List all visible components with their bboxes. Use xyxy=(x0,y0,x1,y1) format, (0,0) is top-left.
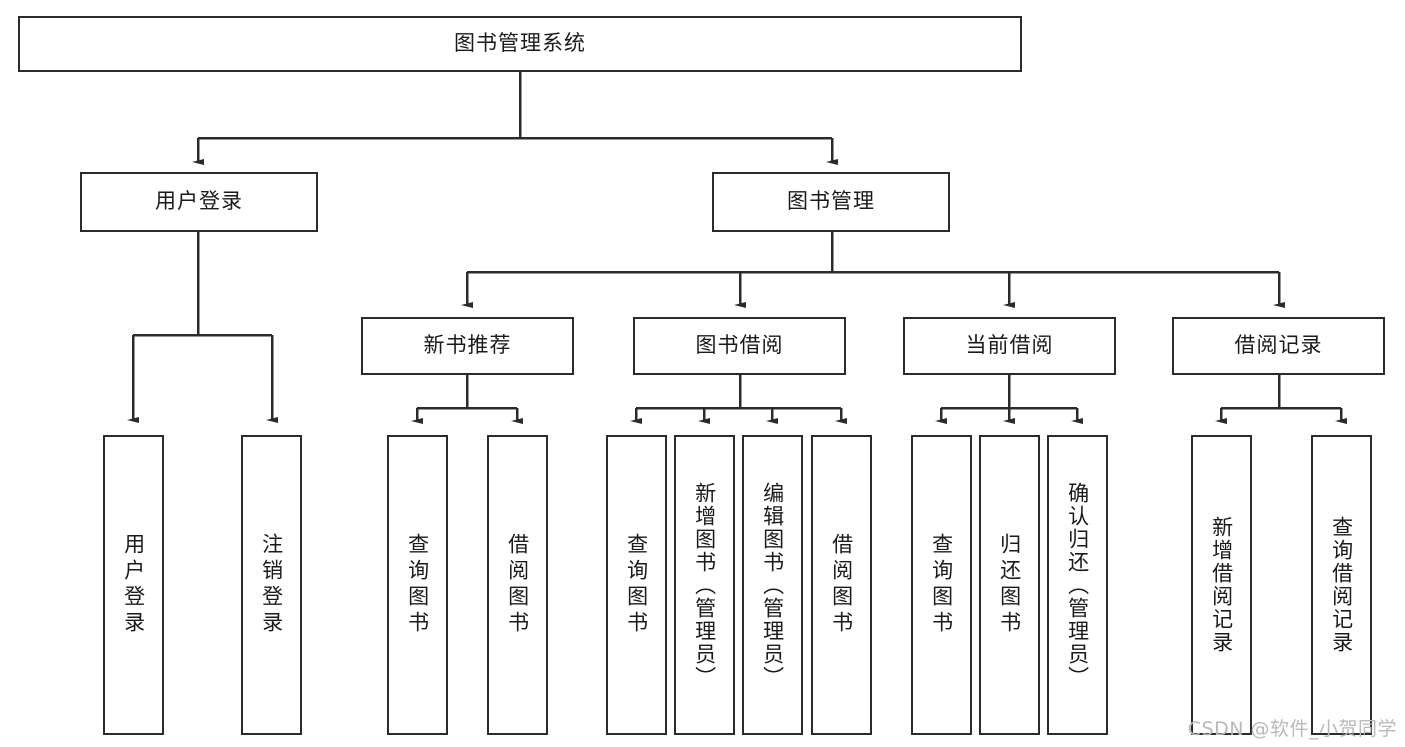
node-leaf-query-book-2-label: 查询图书 xyxy=(624,533,649,637)
node-leaf-confirm-return[interactable]: 确认归还（管理员） xyxy=(1047,435,1108,735)
node-leaf-return-book[interactable]: 归还图书 xyxy=(979,435,1040,735)
node-borrow-record[interactable]: 借阅记录 xyxy=(1172,317,1385,375)
node-new-book-rec-label: 新书推荐 xyxy=(423,333,512,358)
node-book-manage[interactable]: 图书管理 xyxy=(712,172,950,232)
node-leaf-borrow-book-1-label: 借阅图书 xyxy=(505,533,530,637)
node-leaf-query-book-3[interactable]: 查询图书 xyxy=(911,435,972,735)
node-current-borrow[interactable]: 当前借阅 xyxy=(903,317,1116,375)
node-leaf-add-book-label: 新增图书（管理员） xyxy=(692,481,717,689)
node-current-borrow-label: 当前借阅 xyxy=(965,333,1054,358)
node-root[interactable]: 图书管理系统 xyxy=(18,16,1022,72)
node-leaf-add-record-label: 新增借阅记录 xyxy=(1209,516,1234,654)
node-root-label: 图书管理系统 xyxy=(454,31,586,56)
node-new-book-rec[interactable]: 新书推荐 xyxy=(361,317,574,375)
node-leaf-add-record[interactable]: 新增借阅记录 xyxy=(1191,435,1252,735)
node-leaf-edit-book[interactable]: 编辑图书（管理员） xyxy=(742,435,803,735)
node-leaf-query-book-1-label: 查询图书 xyxy=(405,533,430,637)
node-leaf-borrow-book-1[interactable]: 借阅图书 xyxy=(487,435,548,735)
node-user-login-label: 用户登录 xyxy=(155,189,243,214)
node-leaf-query-book-2[interactable]: 查询图书 xyxy=(606,435,667,735)
node-leaf-edit-book-label: 编辑图书（管理员） xyxy=(760,481,785,689)
node-leaf-query-record[interactable]: 查询借阅记录 xyxy=(1311,435,1372,735)
node-borrow-record-label: 借阅记录 xyxy=(1234,333,1323,358)
node-leaf-user-login[interactable]: 用户登录 xyxy=(103,435,164,735)
node-leaf-user-logout-label: 注销登录 xyxy=(259,533,284,637)
node-leaf-borrow-book-2-label: 借阅图书 xyxy=(829,533,854,637)
node-book-borrow[interactable]: 图书借阅 xyxy=(633,317,846,375)
node-leaf-user-logout[interactable]: 注销登录 xyxy=(241,435,302,735)
node-leaf-add-book[interactable]: 新增图书（管理员） xyxy=(674,435,735,735)
node-book-borrow-label: 图书借阅 xyxy=(695,333,784,358)
node-book-manage-label: 图书管理 xyxy=(787,189,875,214)
node-leaf-return-book-label: 归还图书 xyxy=(997,533,1022,637)
node-leaf-query-book-1[interactable]: 查询图书 xyxy=(387,435,448,735)
node-leaf-user-login-label: 用户登录 xyxy=(121,533,146,637)
watermark-text: CSDN @软件_小贺同学 xyxy=(1187,718,1397,740)
node-user-login[interactable]: 用户登录 xyxy=(80,172,318,232)
node-leaf-confirm-return-label: 确认归还（管理员） xyxy=(1065,481,1090,689)
node-leaf-query-record-label: 查询借阅记录 xyxy=(1329,516,1354,654)
node-leaf-query-book-3-label: 查询图书 xyxy=(929,533,954,637)
node-leaf-borrow-book-2[interactable]: 借阅图书 xyxy=(811,435,872,735)
